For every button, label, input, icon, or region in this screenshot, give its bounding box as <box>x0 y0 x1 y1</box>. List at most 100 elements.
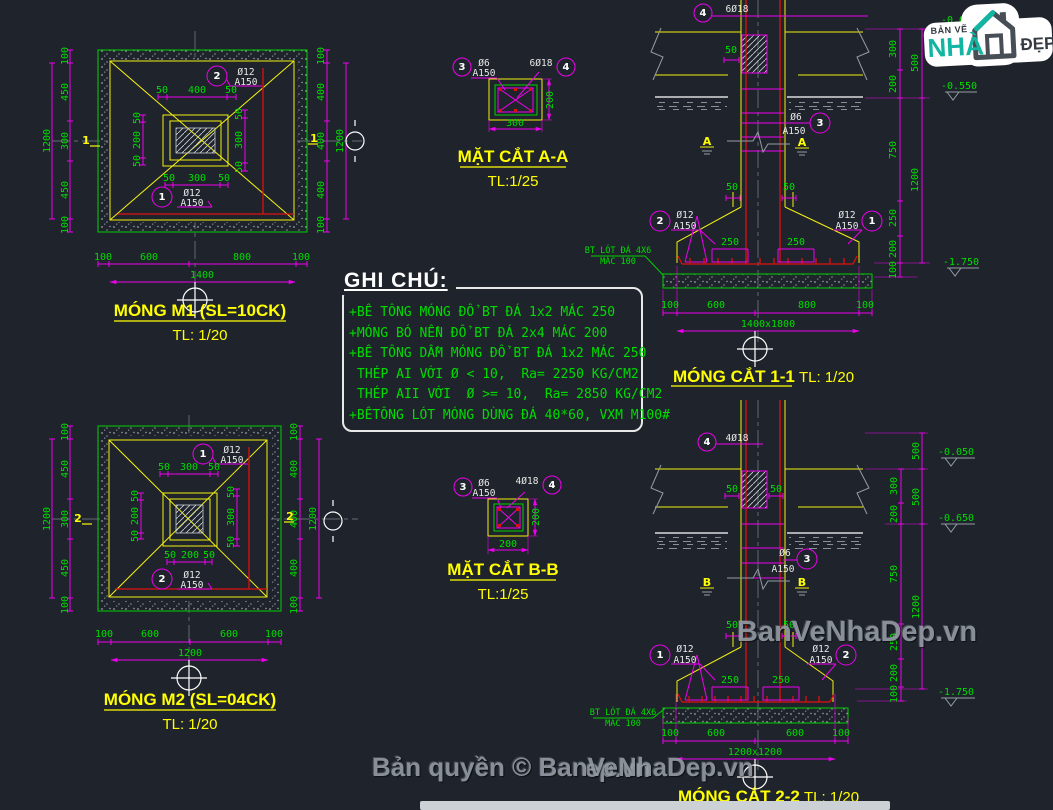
rebar-label: A150 <box>235 77 258 88</box>
dim-total: 1400 <box>190 270 214 281</box>
section-marker: A <box>798 136 807 149</box>
dim-label: 450 <box>60 460 71 478</box>
dim-label: 100 <box>856 300 874 311</box>
rebar-label: 6Ø18 <box>530 58 553 69</box>
dim-label: 200 <box>499 539 517 550</box>
rebar-label: Ø12 <box>676 210 693 221</box>
cut11-linework <box>591 0 979 387</box>
rebar-label: A150 <box>810 655 833 666</box>
elevation-label: -1.750 <box>943 257 979 268</box>
callout-number: 4 <box>549 480 556 491</box>
dim-label: 100 <box>289 423 300 441</box>
dim-label: 200 <box>545 91 556 109</box>
notes-box <box>342 287 643 432</box>
dim-label: 50 <box>783 620 795 631</box>
plan-m1-drawing: 100 450 300 450 100 1200 100 400 400 400… <box>42 31 365 344</box>
dim-label: 200 <box>130 507 141 525</box>
dim-total: 1200 <box>42 129 53 153</box>
note-line: +BÊ TÔNG MÓNG ĐỔ BT ĐÁ 1x2 MÁC 250 <box>349 305 616 320</box>
dim-label: 600 <box>141 629 159 640</box>
dim-label: 50 <box>218 173 230 184</box>
dim-label: 400 <box>188 85 206 96</box>
dim-total: 1200 <box>42 507 53 531</box>
dim-label: 50 <box>164 550 176 561</box>
note-line: +BÊ TÔNG DẦM MÓNG ĐỔ BT ĐÁ 1x2 MÁC 250 <box>349 346 647 361</box>
dim-label: 250 <box>787 237 805 248</box>
elevation-label: -1.750 <box>938 687 974 698</box>
dim-label: 300 <box>188 173 206 184</box>
dim-label: 100 <box>661 728 679 739</box>
rebar-label: 4Ø18 <box>516 476 539 487</box>
dim-label: 250 <box>721 675 739 686</box>
dim-label: 50 <box>726 620 738 631</box>
dim-label: 50 <box>783 182 795 193</box>
lean-concrete-label: MÁC 100 <box>600 255 636 267</box>
dim-label: 100 <box>832 728 850 739</box>
dim-label: 600 <box>786 728 804 739</box>
m2-linework <box>49 415 358 711</box>
rebar-label: 6Ø18 <box>726 4 749 15</box>
dim-label: 600 <box>220 629 238 640</box>
dim-label: 600 <box>140 252 158 263</box>
dim-label: 400 <box>289 460 300 478</box>
dim-label: 300 <box>60 132 71 150</box>
plan-m2-drawing: 100 450 300 450 100 1200 100 400 400 400… <box>42 415 358 733</box>
rebar-label: Ø12 <box>183 570 200 581</box>
dim-label: 300 <box>234 131 245 149</box>
drawing-title: MÓNG M1 (SL=10CK) <box>114 301 286 320</box>
elevation-label: -0.050 <box>938 447 974 458</box>
dim-total: 1200 <box>308 507 319 531</box>
elevation-label: -0.650 <box>938 513 974 524</box>
dim-label: 300 <box>180 462 198 473</box>
dim-label: 50 <box>770 484 782 495</box>
dim-label: 100 <box>292 252 310 263</box>
rebar-label: A150 <box>674 655 697 666</box>
callout-number: 1 <box>869 216 876 227</box>
section-marker: 2 <box>74 512 82 525</box>
lean-concrete-label: BT LÓT ĐÁ 4X6 <box>590 706 657 718</box>
dim-label: 750 <box>888 141 899 159</box>
note-line: THÉP AII VỚI Ø >= 10, Ra= 2850 KG/CM2 <box>357 387 663 402</box>
note-line: +BÊTÔNG LÓT MÓNG DÙNG ĐÁ 40*60, VXM M100… <box>349 407 670 423</box>
rebar-label: A150 <box>221 455 244 466</box>
cut-1-1-drawing: 4 6Ø18 50 Ø6 A150 3 A A 50 50 2 Ø12 A150… <box>585 0 979 387</box>
dim-label: 250 <box>721 237 739 248</box>
dim-label: 50 <box>234 161 245 173</box>
dim-label: 100 <box>94 252 112 263</box>
section-marker: A <box>703 135 712 148</box>
dim-label: 100 <box>60 596 71 614</box>
drawing-title: MÓNG CẮT 1-1 <box>673 367 795 386</box>
dim-label: 300 <box>506 118 524 129</box>
house-icon <box>972 10 1017 61</box>
section-marker: 2 <box>286 510 294 523</box>
dim-label: 100 <box>60 47 71 65</box>
section-marker: 1 <box>82 134 90 147</box>
dim-label: 100 <box>289 596 300 614</box>
dim-label: 400 <box>316 132 327 150</box>
horizontal-scrollbar-thumb[interactable] <box>420 801 890 810</box>
watermark-partial: ep.vn <box>585 755 651 783</box>
section-aa-drawing: 3 Ø6 A150 4 6Ø18 200 300 MẶT CẮT A-A TL:… <box>452 57 576 190</box>
callout-number: 4 <box>704 437 711 448</box>
dim-label: 50 <box>132 112 143 124</box>
dim-label: 200 <box>888 240 899 258</box>
callout-number: 3 <box>460 482 467 493</box>
rebar-label: Ø6 <box>779 548 791 559</box>
dim-label: 800 <box>798 300 816 311</box>
callout-number: 3 <box>817 118 824 129</box>
drawing-scale: TL:1/25 <box>488 173 539 190</box>
dim-label: 200 <box>531 508 542 526</box>
dim-label: 100 <box>60 216 71 234</box>
dim-total: 1200x1200 <box>728 747 782 758</box>
callout-number: 2 <box>657 216 664 227</box>
note-line: THÉP AI VỚI Ø < 10, Ra= 2250 KG/CM2 <box>357 366 639 382</box>
dim-label: 250 <box>889 633 900 651</box>
rebar-label: Ø12 <box>838 210 855 221</box>
dim-label: 200 <box>888 75 899 93</box>
m1-linework <box>49 31 365 322</box>
dim-label: 50 <box>225 85 237 96</box>
lean-concrete-label: BT LÓT ĐÁ 4X6 <box>585 244 652 256</box>
dim-label: 50 <box>130 490 141 502</box>
dim-label: 300 <box>888 40 899 58</box>
